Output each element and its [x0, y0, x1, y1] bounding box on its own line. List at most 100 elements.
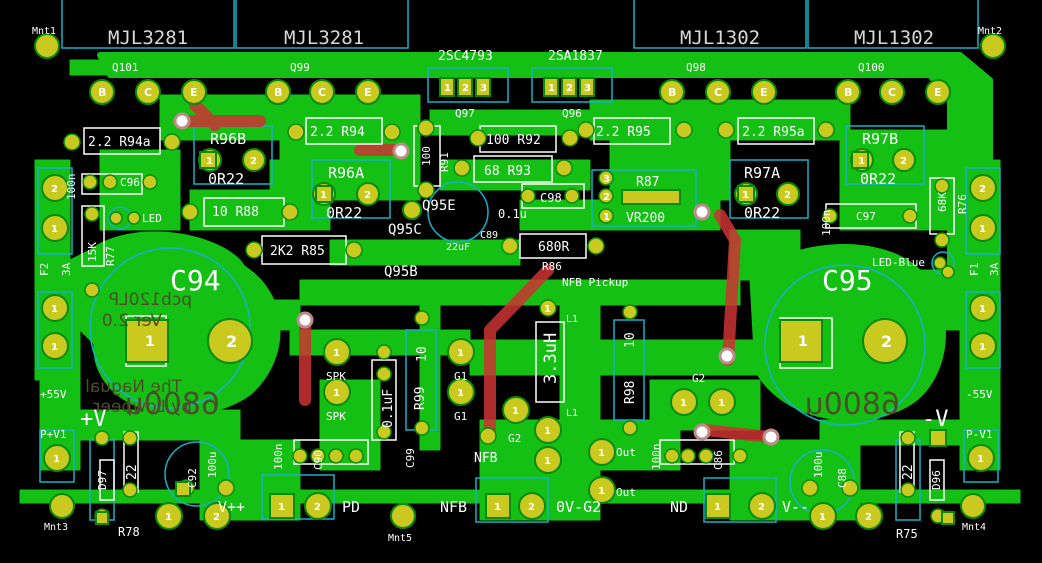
r97b-ref: R97B	[862, 130, 898, 148]
svg-text:3: 3	[584, 83, 591, 94]
r94a-label: 2.2 R94a	[88, 135, 151, 150]
q98-ref: Q98	[686, 61, 706, 74]
c97-value: 100n	[820, 210, 833, 237]
svg-text:E: E	[190, 86, 198, 99]
svg-text:1: 1	[206, 156, 213, 167]
q96-ref: Q96	[562, 107, 582, 120]
svg-text:1: 1	[714, 502, 721, 513]
svg-text:1: 1	[798, 334, 808, 350]
svg-text:1: 1	[858, 156, 865, 167]
svg-text:C: C	[318, 86, 326, 99]
board-title-line-1: The Nagual	[85, 377, 183, 397]
svg-text:3: 3	[603, 174, 610, 185]
svg-text:1: 1	[51, 224, 58, 235]
mnt4-label: Mnt4	[962, 522, 986, 533]
svg-text:1: 1	[165, 512, 172, 523]
svg-text:2: 2	[528, 502, 535, 513]
c88-value: 100u	[812, 452, 825, 479]
svg-text:2: 2	[784, 190, 791, 201]
out-label-2: Out	[616, 486, 636, 499]
vertical-labels: 100n 15K R77 F2 3A F1 3A 68K R76 100n 10…	[38, 146, 1001, 490]
f1-value: 3A	[988, 262, 1001, 276]
spk-label-2: SPK	[326, 410, 346, 423]
g1-label-2: G1	[454, 410, 467, 423]
g1-label-1: G1	[454, 370, 467, 383]
led-ref: LED	[142, 212, 162, 225]
svg-text:1: 1	[742, 190, 749, 201]
plusv-label: +V	[80, 407, 107, 432]
r85-label: 2K2 R85	[270, 244, 325, 259]
svg-text:2: 2	[758, 502, 765, 513]
svg-text:B: B	[668, 86, 676, 99]
c90-value: 100n	[272, 444, 285, 471]
q101-pads	[89, 79, 207, 105]
vpp-label: V++	[218, 498, 245, 516]
nfb-connector-label: NFB	[440, 498, 467, 516]
vmm-label: V--	[782, 498, 809, 516]
svg-text:C: C	[888, 86, 896, 99]
c95-ref: C95	[822, 264, 873, 297]
svg-text:1: 1	[53, 454, 60, 465]
c98-value: 0.1u	[498, 207, 527, 221]
r75-value: 22	[901, 464, 916, 480]
svg-text:1: 1	[333, 388, 340, 399]
component-courtyards	[37, 67, 1001, 523]
c95-bottom-value: 6800u	[805, 387, 900, 422]
q95b-ref: Q95B	[384, 264, 418, 280]
f2-ref: F2	[38, 263, 51, 276]
r86-value: 680R	[538, 240, 569, 255]
svg-text:2: 2	[881, 332, 892, 351]
c94-ref: C94	[170, 264, 221, 297]
svg-text:1: 1	[145, 334, 155, 350]
svg-text:1: 1	[278, 502, 285, 513]
board-outline	[61, 0, 979, 49]
mnt3-label: Mnt3	[44, 522, 68, 533]
svg-text:1: 1	[598, 448, 605, 459]
svg-text:1: 1	[320, 190, 327, 201]
svg-text:6800u: 6800u	[125, 387, 220, 422]
board-title-line-3: pcb120LP	[109, 290, 192, 310]
svg-text:2: 2	[250, 156, 257, 167]
c94-bottom-value: 6800u	[125, 387, 220, 422]
top-copper-layer	[176, 99, 776, 443]
q99-ref: Q99	[290, 61, 310, 74]
q100-ref: Q100	[858, 61, 885, 74]
pd-label: PD	[342, 498, 360, 516]
svg-text:1: 1	[457, 348, 464, 359]
c99-ref: C99	[404, 448, 417, 468]
svg-text:1: 1	[512, 406, 519, 417]
svg-text:2: 2	[364, 190, 371, 201]
r97b-value: 0R22	[860, 170, 896, 188]
q97-part-number: 2SC4793	[438, 49, 493, 64]
r78-value: 22	[125, 464, 140, 480]
r93-label: 68 R93	[484, 164, 531, 179]
c96-ref: C96	[120, 176, 140, 189]
inductor-value: 3.3uH	[541, 333, 561, 384]
c97-ref: C97	[856, 210, 876, 223]
svg-text:E: E	[364, 86, 372, 99]
svg-text:1: 1	[819, 512, 826, 523]
r77-ref: R77	[104, 246, 117, 266]
f1-ref: F1	[968, 263, 981, 276]
l1-ref-lower: L1	[566, 408, 578, 419]
svg-text:2: 2	[900, 156, 907, 167]
led-blue-ref: LED-Blue	[872, 256, 925, 269]
svg-text:B: B	[844, 86, 852, 99]
c88-ref: C88	[836, 468, 849, 488]
r98-ref: R98	[623, 381, 638, 404]
f2-value: 3A	[60, 262, 73, 276]
l1-ref-upper: L1	[566, 314, 578, 325]
spk-label-1: SPK	[326, 370, 346, 383]
svg-text:C: C	[144, 86, 152, 99]
vr200-label: VR200	[626, 211, 665, 226]
c89-value: 22uF	[446, 242, 470, 253]
svg-text:1: 1	[457, 388, 464, 399]
r77-value: 15K	[86, 242, 99, 262]
r99-ref: R99	[413, 387, 428, 410]
nfb-pickup-label: NFB Pickup	[562, 276, 628, 289]
r95a-label: 2.2 R95a	[742, 125, 805, 140]
r94-label: 2.2 R94	[310, 125, 365, 140]
